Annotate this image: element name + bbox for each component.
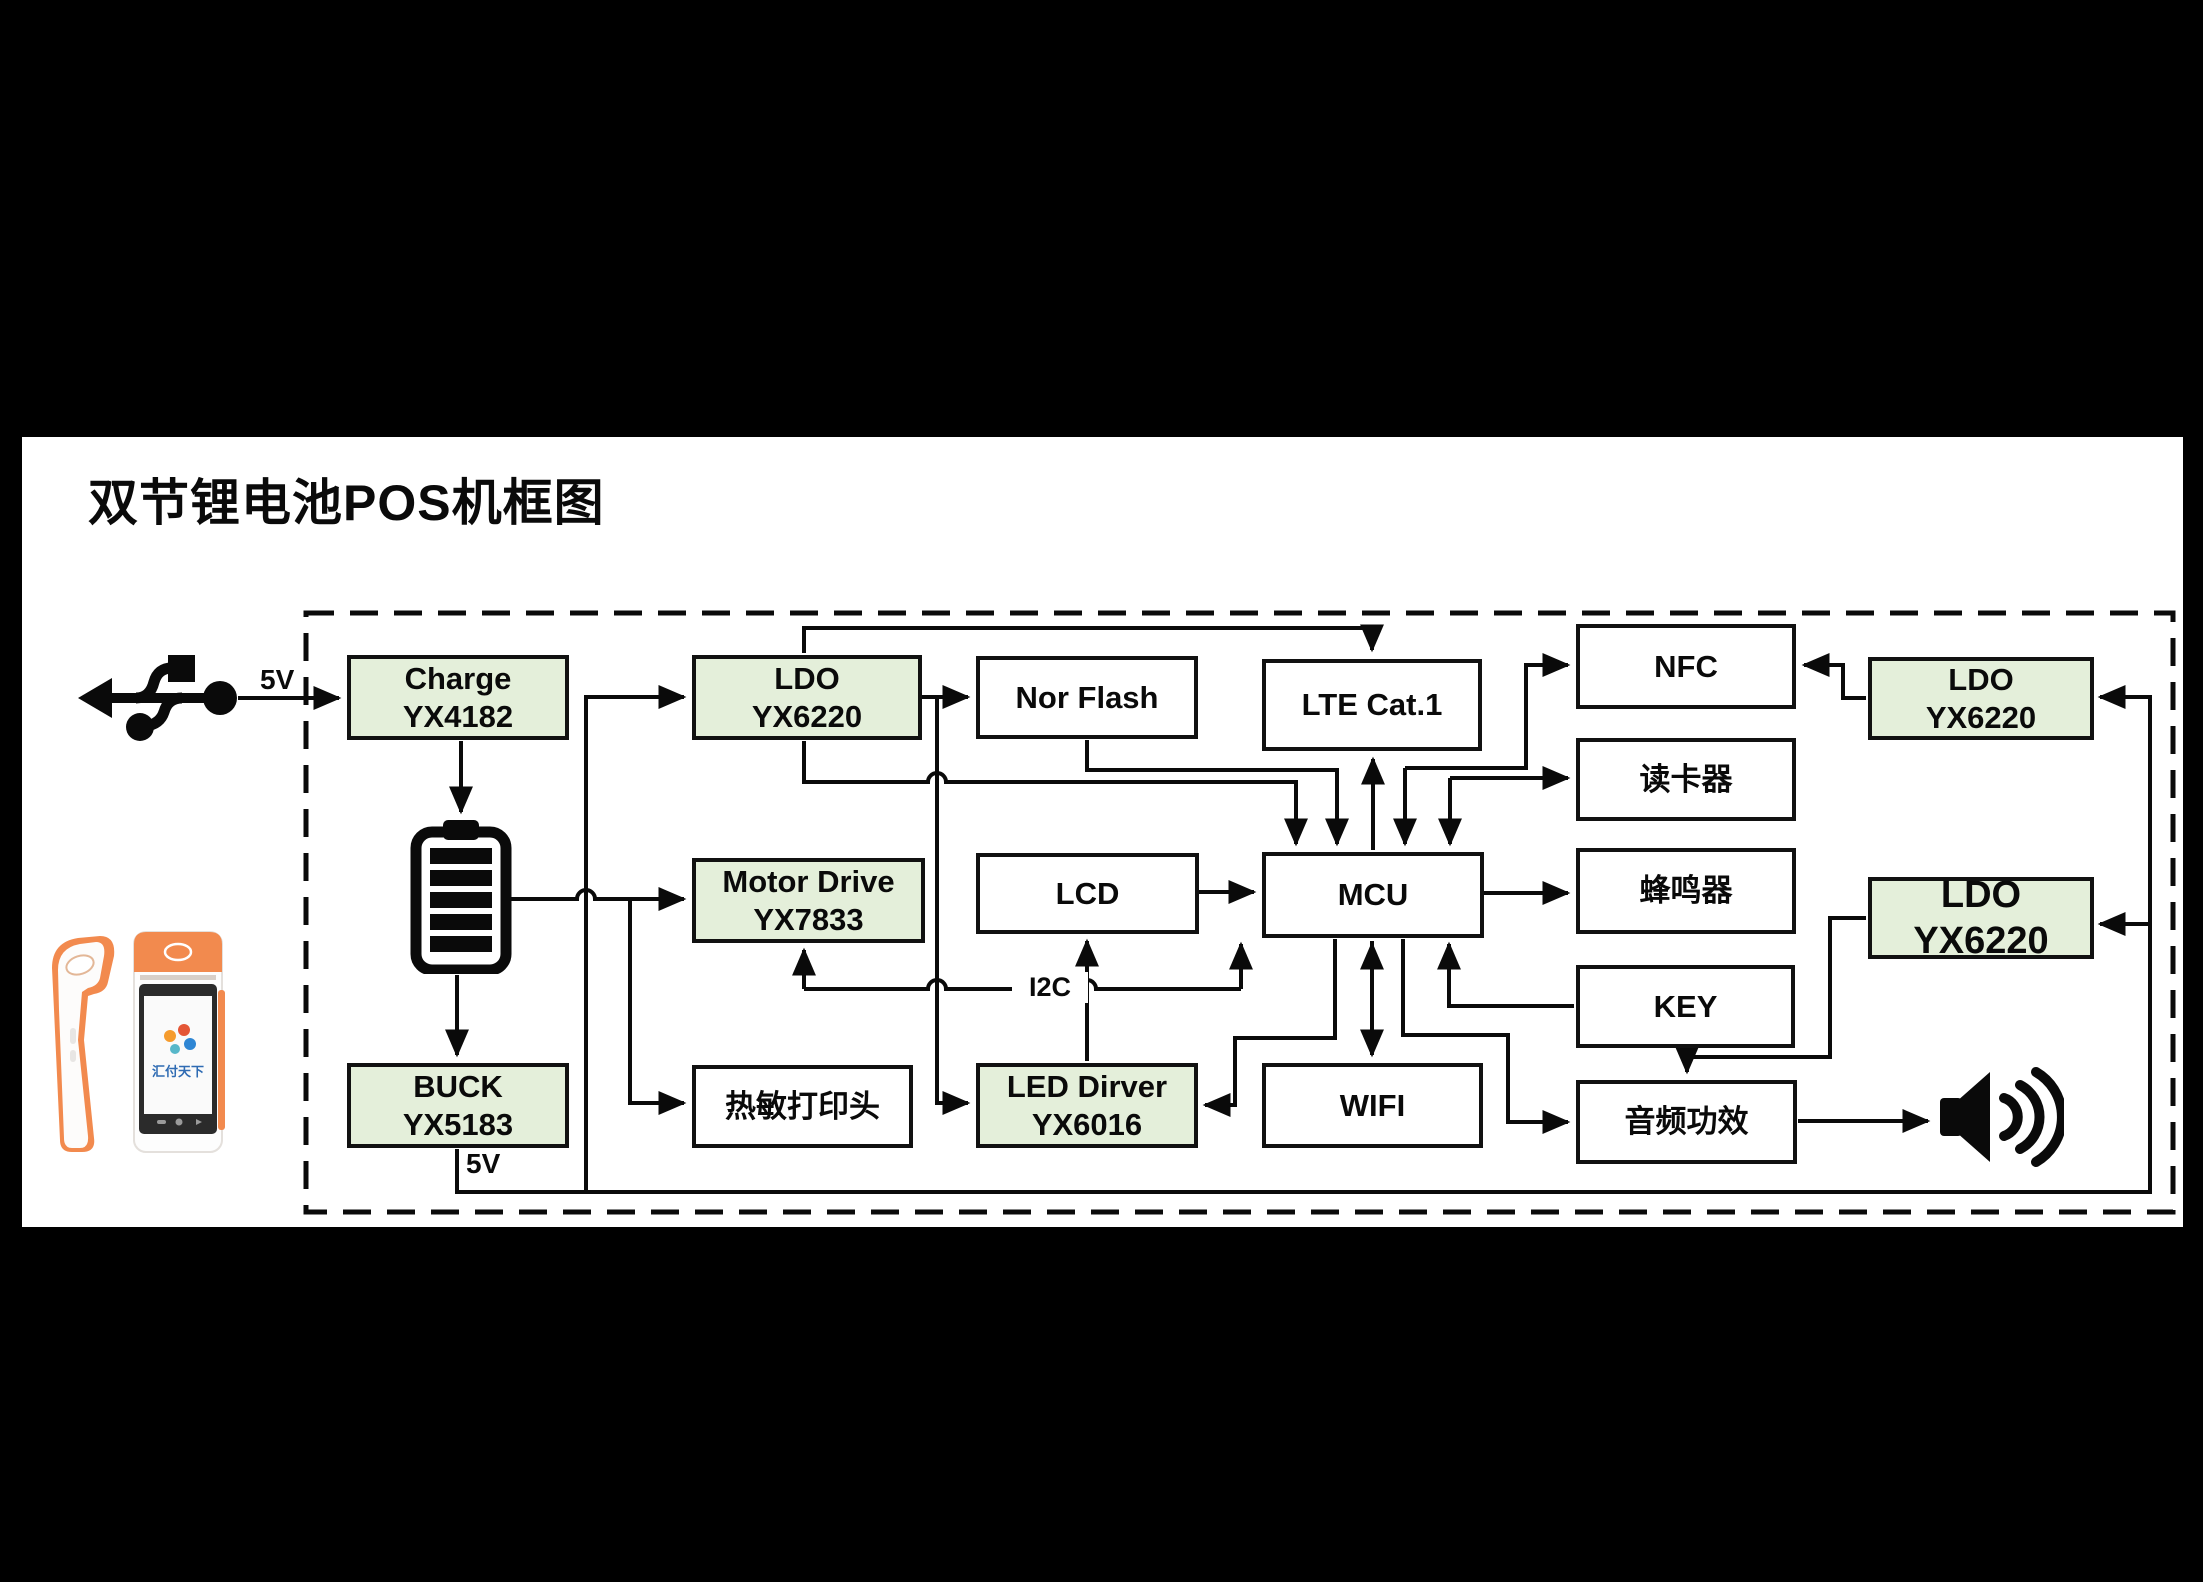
block-thermal-printhead-label: 热敏打印头 bbox=[725, 1088, 880, 1124]
speaker-icon bbox=[1940, 1067, 2064, 1167]
battery-icon bbox=[410, 820, 512, 974]
block-audio-amp-label: 音频功效 bbox=[1624, 1104, 1749, 1140]
block-card-reader-label: 读卡器 bbox=[1639, 761, 1733, 797]
usb-icon bbox=[78, 655, 237, 741]
block-nfc: NFC bbox=[1576, 624, 1796, 709]
block-charge-label: YX4182 bbox=[402, 698, 514, 734]
block-ldo-left-label: YX6220 bbox=[751, 698, 863, 734]
pos-brand-text: 汇付天下 bbox=[152, 1064, 204, 1079]
block-lcd-label: LCD bbox=[1055, 875, 1120, 911]
block-audio-amp: 音频功效 bbox=[1576, 1080, 1797, 1164]
block-mcu: MCU bbox=[1262, 852, 1484, 938]
block-buck-label: BUCK bbox=[413, 1068, 503, 1104]
block-ldo-right-bottom-label: LDO bbox=[1940, 873, 2022, 916]
pos-device-photo: 汇付天下 bbox=[52, 931, 225, 1153]
block-ldo-left-label: LDO bbox=[774, 660, 840, 696]
block-wifi: WIFI bbox=[1262, 1063, 1483, 1148]
block-key: KEY bbox=[1576, 965, 1795, 1048]
block-motor-drive-label: YX7833 bbox=[753, 901, 864, 937]
block-ldo-right-bottom-label: YX6220 bbox=[1913, 920, 2049, 962]
block-ldo-right-top-label: LDO bbox=[1948, 661, 2014, 697]
block-buzzer-label: 蜂鸣器 bbox=[1639, 873, 1733, 909]
block-ldo-right-top-label: YX6220 bbox=[1925, 699, 2037, 735]
block-mcu-label: MCU bbox=[1337, 877, 1409, 913]
block-thermal-printhead: 热敏打印头 bbox=[692, 1065, 913, 1148]
block-lcd: LCD bbox=[976, 853, 1199, 934]
usb-5v-label: 5V bbox=[260, 664, 295, 695]
block-led-driver-label: YX6016 bbox=[1031, 1106, 1143, 1142]
block-led-driver-label: LED Dirver bbox=[1006, 1068, 1168, 1104]
page-title: 双节锂电池POS机框图 bbox=[88, 475, 605, 531]
block-buck-label: YX5183 bbox=[402, 1106, 514, 1142]
block-motor-drive-label: Motor Drive bbox=[722, 863, 895, 899]
block-nfc-label: NFC bbox=[1654, 648, 1718, 684]
block-lte-cat1: LTE Cat.1 bbox=[1262, 659, 1482, 751]
block-charge-label: Charge bbox=[404, 660, 512, 696]
buck-5v-label: 5V bbox=[466, 1148, 501, 1179]
block-nor-flash-label: Nor Flash bbox=[1015, 679, 1159, 715]
block-buzzer: 蜂鸣器 bbox=[1576, 848, 1796, 934]
block-nor-flash: Nor Flash bbox=[976, 656, 1198, 739]
block-key-label: KEY bbox=[1653, 988, 1718, 1024]
i2c-bus-label: I2C bbox=[1012, 972, 1088, 1003]
block-wifi-label: WIFI bbox=[1339, 1087, 1406, 1123]
block-card-reader: 读卡器 bbox=[1576, 738, 1796, 821]
block-lte-cat1-label: LTE Cat.1 bbox=[1301, 687, 1443, 723]
